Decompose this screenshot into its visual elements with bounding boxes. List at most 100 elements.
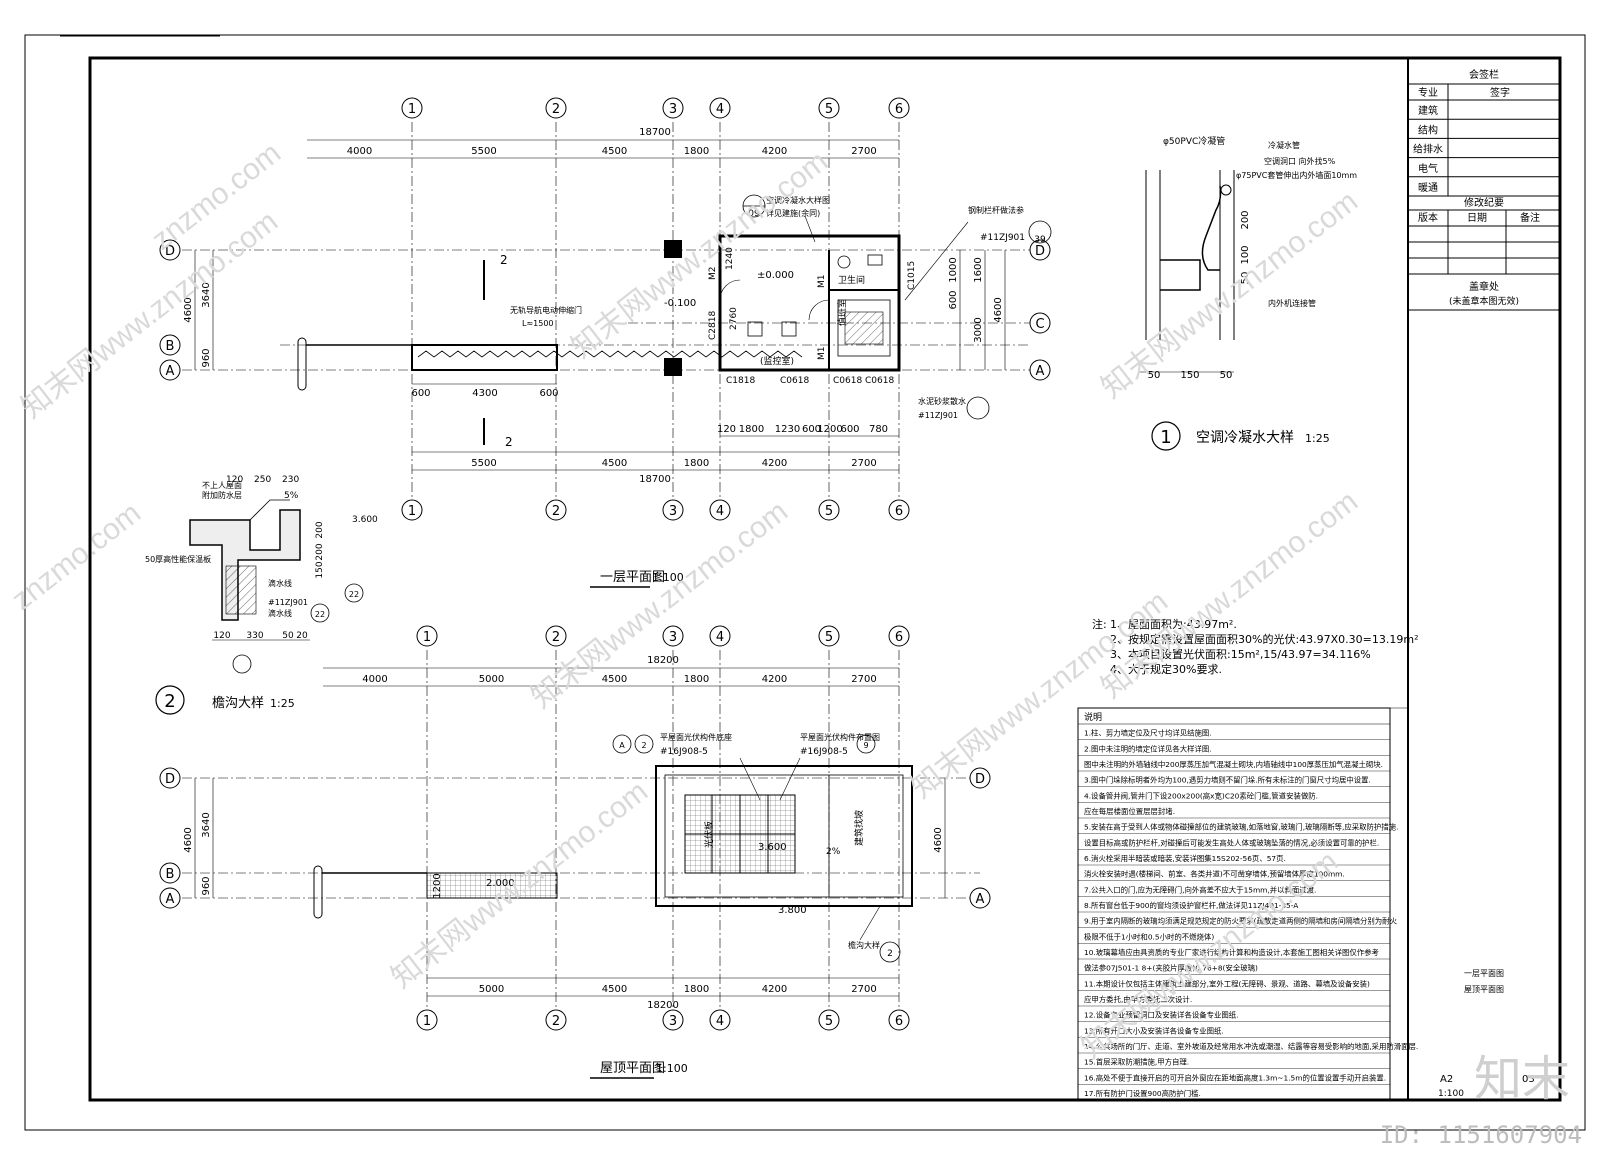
svg-text:日期: 日期 (1467, 212, 1487, 224)
note-line: 图中未注明的外墙轴线中200厚蒸压加气混凝土砌块,内墙轴线中100厚蒸压加气混凝… (1084, 760, 1383, 769)
row-bubble (159, 359, 181, 381)
axis-label: 2 (552, 504, 560, 519)
p1-total-bottom: 18700 (639, 474, 671, 485)
svg-text:版本: 版本 (1418, 211, 1438, 224)
axis-bubble (545, 1009, 567, 1031)
image-id: ID: 1151607904 (1379, 1121, 1582, 1149)
axis-bubble (888, 1009, 910, 1031)
axis-bubble (888, 625, 910, 647)
axis-label: 5 (825, 1014, 833, 1029)
dimension-label: 1800 (684, 146, 709, 157)
svg-text:C0618: C0618 (780, 376, 809, 386)
row-label: A (976, 892, 985, 907)
dimension-label: 600 (802, 424, 821, 435)
roof-area-notes: 注: 1、屋面面积为:43.97m². 2、按规定需设置屋面面积30%的光伏:4… (1092, 617, 1419, 676)
pv-panels (684, 794, 796, 874)
svg-text:100: 100 (1240, 245, 1251, 264)
svg-text:600: 600 (539, 388, 558, 399)
svg-text:4300: 4300 (472, 388, 497, 399)
note-line: 8.所有窗台低于900的窗均须设护窗栏杆,做法详见11ZJ401-35-A (1084, 901, 1298, 910)
detail1-title: 空调冷凝水大样 (1196, 430, 1294, 446)
svg-text:50: 50 (282, 631, 294, 641)
svg-text:39: 39 (1034, 235, 1046, 245)
svg-text:#11ZJ901: #11ZJ901 (268, 598, 308, 607)
row-label: D (1035, 244, 1045, 259)
svg-text:冷凝水管: 冷凝水管 (1268, 140, 1300, 150)
axis-bubble (545, 499, 567, 521)
row-bubble (159, 887, 181, 909)
note-line: 3.图中门垛除标明者外均为100,遇剪力墙则不留门垛.所有未标注的门窗尺寸均居中… (1084, 776, 1371, 785)
svg-text:光伏板: 光伏板 (703, 821, 715, 848)
note-line: 设置目标高或防护栏杆,对碰撞后可能发生高处人体或玻璃坠落的情况,必须设置可靠的护… (1084, 838, 1379, 847)
svg-text:平屋面光伏构件布置图: 平屋面光伏构件布置图 (800, 732, 880, 742)
row-bubble (1029, 312, 1051, 334)
axis-bubble (662, 625, 684, 647)
axis-bubble (401, 499, 423, 521)
svg-text:专业: 专业 (1418, 86, 1438, 99)
svg-text:A2: A2 (1440, 1074, 1453, 1085)
svg-text:空调冷凝水大样图: 空调冷凝水大样图 (766, 195, 830, 205)
svg-text:附加防水层: 附加防水层 (202, 490, 242, 500)
p1-title: 一层平面图 (600, 570, 665, 585)
axis-bubble (416, 625, 438, 647)
svg-text:150: 150 (1180, 370, 1199, 381)
inner-border (88, 56, 1562, 1102)
svg-text:C0618: C0618 (865, 376, 894, 386)
svg-text:注:: 注: (1092, 617, 1107, 631)
axis-label: 3 (669, 1014, 677, 1029)
svg-text:建筑找坡: 建筑找坡 (853, 810, 865, 846)
svg-text:2%: 2% (826, 847, 841, 857)
axis-label: 5 (825, 102, 833, 117)
axis-bubble (818, 625, 840, 647)
svg-text:330: 330 (246, 631, 263, 641)
p1-room-duty: 值班室 (836, 299, 848, 326)
dimension-label: 600 (840, 424, 859, 435)
row-label: C (1035, 317, 1044, 332)
svg-text:平屋面光伏构件底座: 平屋面光伏构件底座 (660, 732, 732, 742)
sign-row-label: 建筑 (1418, 104, 1438, 117)
dimension-label: 4200 (762, 984, 787, 995)
p1-level-0: ±0.000 (757, 270, 794, 281)
axis-bubble (662, 97, 684, 119)
p1-room-monitor: (监控室) (760, 355, 794, 367)
svg-text:C0618: C0618 (833, 376, 862, 386)
svg-text:C1818: C1818 (726, 376, 755, 386)
axis-label: 6 (895, 504, 903, 519)
dimension-label: 5500 (471, 146, 496, 157)
svg-text:230: 230 (282, 475, 299, 485)
svg-text:4600: 4600 (183, 827, 194, 852)
axis-bubble (709, 1009, 731, 1031)
row-bubble (159, 862, 181, 884)
sign-row-label: 电气 (1418, 162, 1438, 175)
dimension-label: 2700 (851, 458, 876, 469)
axis-label: 2 (552, 630, 560, 645)
svg-text:20: 20 (296, 631, 308, 641)
row-bubble (159, 334, 181, 356)
gutter-detail: 不上人屋面 附加防水层 50厚高性能保温板 滴水线 滴水线 3.600 5% #… (145, 475, 378, 715)
brand-logo: 知末 (1473, 1051, 1570, 1107)
svg-text:09: 09 (748, 209, 760, 219)
svg-text:3000: 3000 (973, 317, 984, 342)
dimension-label: 4500 (602, 458, 627, 469)
dimension-label: 4000 (347, 146, 372, 157)
svg-text:M1: M1 (817, 347, 827, 361)
axis-label: 2 (552, 102, 560, 117)
row-label: D (975, 772, 985, 787)
p1-scale: 1:100 (652, 571, 684, 584)
svg-text:M2: M2 (708, 267, 718, 281)
title-block: 一层平面图 屋顶平面图 A2 03 1:100 (1438, 969, 1535, 1099)
svg-text:A: A (619, 741, 625, 750)
dimension-label: 1800 (739, 424, 764, 435)
axis-label: 3 (669, 102, 677, 117)
note-line: 极限不低于1小时和0.5小时的不燃烧体) (1084, 932, 1214, 941)
svg-text:120: 120 (213, 631, 230, 641)
column (664, 358, 682, 376)
dimension-label: 780 (869, 424, 888, 435)
p1-level-out: -0.100 (664, 298, 696, 309)
note-line: 14.公共场所的门厅、走道、室外坡道及经常用水冲洗或潮湿、结露等容易受影响的地面… (1084, 1042, 1418, 1051)
axis-label: 4 (716, 102, 724, 117)
gate-canopy (426, 872, 558, 899)
note-line: 9.用于室内隔断的玻璃均须满足规范规定的防火要求(疏散走道两侧的隔墙和房间隔墙分… (1084, 917, 1398, 926)
p2-title: 屋顶平面图 (600, 1061, 665, 1076)
axis-bubble (818, 97, 840, 119)
